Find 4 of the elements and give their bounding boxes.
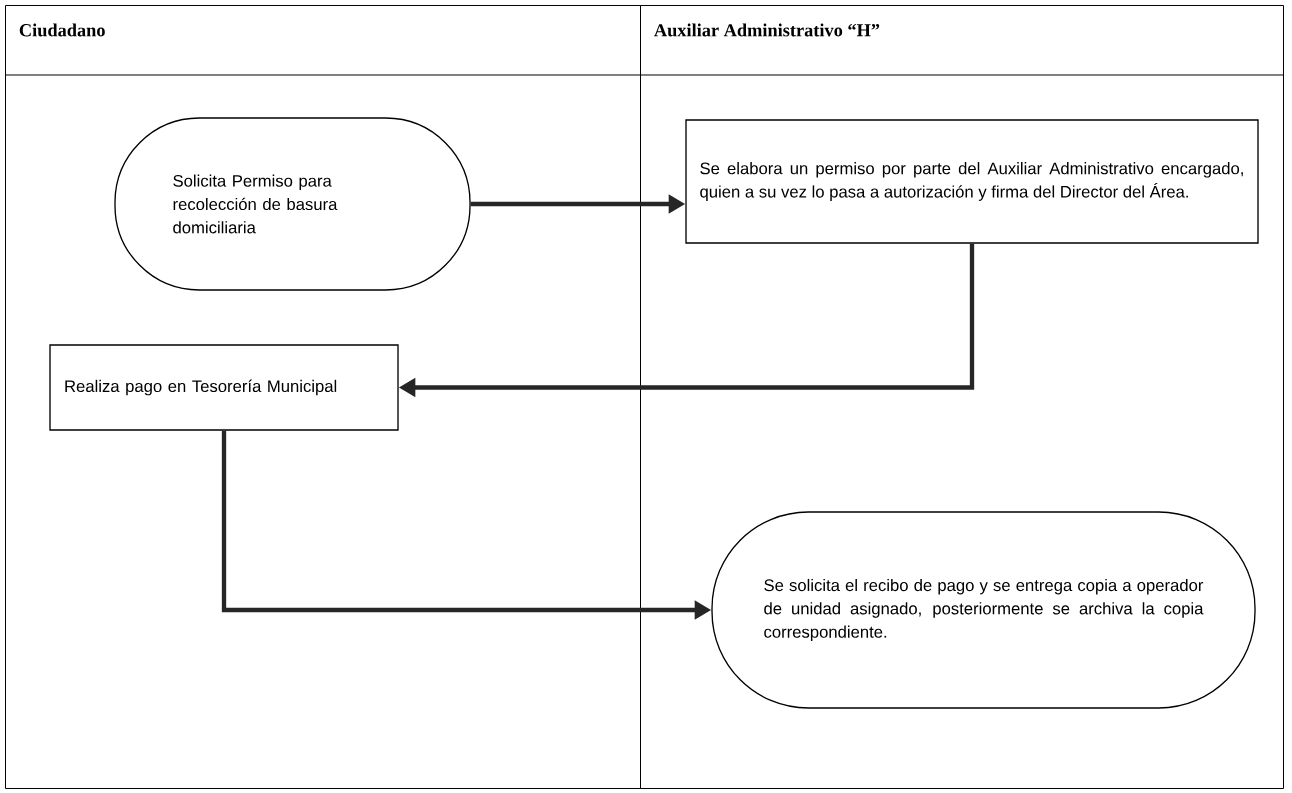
process-box: Realiza pago en Tesorería Municipal: [49, 344, 399, 431]
terminal-box: Se solicita el recibo de pago y se entrega copia a operador de unidad asignado, posteriormente se archiva la copia correspondiente.: [711, 511, 1256, 709]
terminal-box: Solicita Permiso para recolección de basura domiciliaria: [114, 117, 471, 291]
process-box: Se elabora un permiso por parte del Auxiliar Administrativo encargado, quien a su vez lo pasa a autorización y firma del Director del Área.: [685, 119, 1259, 244]
